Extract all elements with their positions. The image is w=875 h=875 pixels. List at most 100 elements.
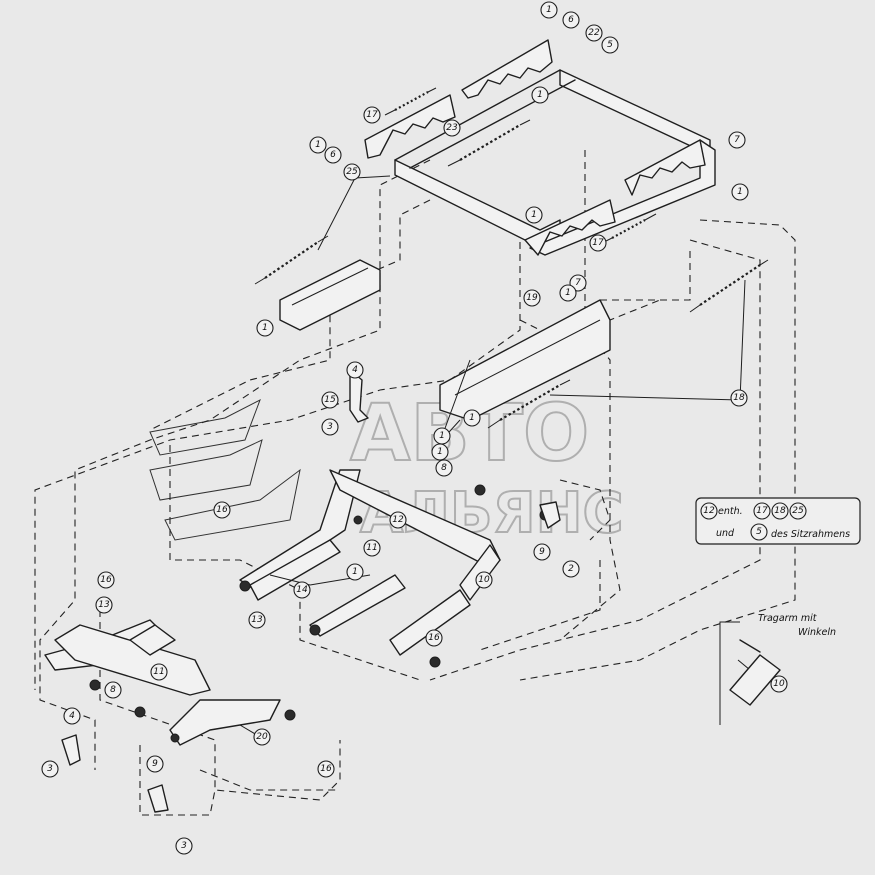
callout-1: 1	[256, 319, 274, 337]
callout-16: 16	[97, 571, 115, 589]
callout-8: 8	[104, 681, 122, 699]
callout-16: 16	[425, 629, 443, 647]
seat-frame	[394, 69, 716, 256]
callout-number: 10	[773, 679, 785, 689]
callout-14: 14	[293, 581, 311, 599]
callout-number: 6	[330, 150, 336, 160]
callout-7: 7	[728, 131, 746, 149]
callout-number: 15	[324, 395, 336, 405]
callout-number: 10	[478, 575, 490, 585]
callout-2: 2	[562, 560, 580, 578]
callout-23: 23	[443, 119, 461, 137]
note-line1-text: enth.	[718, 506, 743, 517]
callout-16: 16	[213, 501, 231, 519]
inset-support-arm: Tragarm mit Winkeln	[719, 613, 836, 725]
bracket-4-lower	[61, 734, 81, 766]
callout-number: 4	[352, 365, 358, 375]
note-ref-c: 25	[789, 502, 807, 520]
spring-17-top	[384, 87, 437, 116]
callout-number: 3	[327, 422, 333, 432]
callout-18: 18	[730, 389, 748, 407]
link-14-lower	[309, 574, 406, 637]
svg-text:25: 25	[792, 506, 804, 516]
callouts: 1622517231611712517711911118415318161211…	[41, 1, 788, 855]
lever-assembly	[239, 369, 561, 668]
bracket-9-lower	[147, 784, 169, 813]
lower-right-bracket	[439, 299, 611, 421]
callout-17: 17	[589, 234, 607, 252]
callout-19: 19	[523, 289, 541, 307]
callout-number: 1	[737, 187, 743, 197]
lower-rail	[54, 624, 211, 696]
bracket-9-center	[539, 501, 561, 529]
callout-number: 16	[320, 764, 332, 774]
callout-3: 3	[41, 760, 59, 778]
callout-22: 22	[585, 24, 603, 42]
callout-3: 3	[175, 837, 193, 855]
callout-number: 1	[546, 5, 552, 15]
callout-20: 20	[253, 728, 271, 746]
callout-1: 1	[531, 86, 549, 104]
inset-label-line1: Tragarm mit	[758, 613, 818, 624]
ratchet-rail-right	[624, 139, 706, 196]
callout-number: 1	[565, 288, 571, 298]
callout-number: 13	[251, 615, 263, 625]
callout-4: 4	[346, 361, 364, 379]
lever-arm-10	[389, 589, 471, 656]
callout-1: 1	[463, 409, 481, 427]
callout-number: 2	[568, 564, 574, 574]
callout-number: 3	[47, 764, 53, 774]
callout-3: 3	[321, 418, 339, 436]
spring-25-left	[254, 235, 329, 285]
callout-number: 9	[539, 547, 545, 557]
callout-number: 7	[734, 135, 740, 145]
callout-number: 16	[100, 575, 112, 585]
callout-1: 1	[559, 284, 577, 302]
frame-rear-rail	[559, 69, 711, 156]
callout-number: 1	[262, 323, 268, 333]
note-frame	[695, 497, 861, 545]
callout-9: 9	[533, 543, 551, 561]
callout-number: 17	[366, 110, 378, 120]
callout-1: 1	[309, 136, 327, 154]
note-line2-text: und	[716, 528, 735, 539]
callout-17: 17	[363, 106, 381, 124]
callout-number: 22	[588, 28, 600, 38]
callout-15: 15	[321, 391, 339, 409]
callout-number: 1	[469, 413, 475, 423]
callout-number: 4	[69, 711, 75, 721]
lower-assembly	[44, 619, 296, 813]
watermark-logo	[149, 398, 301, 541]
bracket-4-center	[349, 369, 369, 423]
callout-number: 14	[296, 585, 308, 595]
lower-left-bracket	[279, 259, 381, 331]
callout-number: 20	[256, 732, 268, 742]
link-14-upper	[249, 539, 341, 601]
ratchet-rail-22	[461, 39, 553, 99]
callout-number: 6	[568, 15, 574, 25]
svg-text:12: 12	[703, 506, 715, 516]
callout-5: 5	[601, 36, 619, 54]
callout-13: 13	[248, 611, 266, 629]
note-ref-b: 18	[771, 502, 789, 520]
spring-18-center	[487, 379, 571, 429]
callout-4: 4	[63, 707, 81, 725]
callout-10: 10	[770, 675, 788, 693]
callout-10: 10	[475, 571, 493, 589]
callout-number: 1	[439, 431, 445, 441]
callout-number: 9	[152, 759, 158, 769]
callout-1: 1	[731, 183, 749, 201]
callout-number: 25	[346, 167, 358, 177]
callout-number: 1	[531, 210, 537, 220]
callout-number: 1	[315, 140, 321, 150]
note-box: 12 enth. 17 18 25 und 5 des Sitzrahmens	[695, 497, 861, 545]
frame-side-rail	[529, 139, 716, 256]
callout-12: 12	[389, 511, 407, 529]
callout-25: 25	[343, 163, 361, 181]
callout-number: 13	[98, 600, 110, 610]
callout-8: 8	[435, 459, 453, 477]
svg-text:5: 5	[756, 527, 762, 537]
callout-number: 12	[392, 515, 404, 525]
